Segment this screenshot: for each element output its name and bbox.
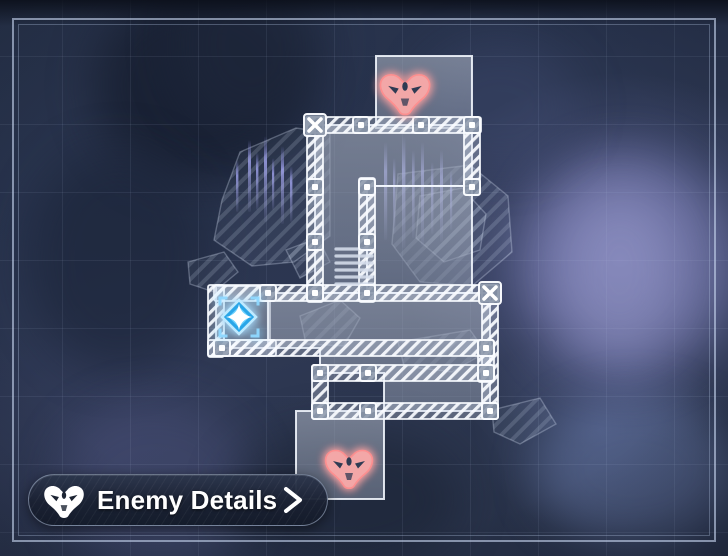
top-shade: [0, 0, 728, 26]
room-top: [375, 55, 473, 129]
x-marker: [303, 113, 327, 137]
cavern-drips: [236, 136, 453, 248]
enemy-details-button[interactable]: Enemy Details: [28, 474, 328, 526]
corridor-start-bottom: [207, 339, 277, 357]
room-hall: [267, 292, 491, 412]
terrain-outlines: [187, 127, 557, 445]
blocked-markers[interactable]: [303, 113, 502, 305]
corridor-shaft-v: [306, 116, 324, 303]
ladder-icon: [334, 247, 374, 286]
corridor-hall-right: [481, 284, 499, 420]
door-node: [359, 402, 377, 420]
corridor-hall-mid: [213, 339, 495, 357]
corridor-hall-top: [213, 284, 500, 302]
bg-blob-dark-w: [30, 150, 210, 370]
bg-blob-glow-ne: [420, 40, 580, 170]
enemy-marker-bottom[interactable]: [324, 449, 374, 490]
room-upper-complex: [314, 124, 473, 294]
door-node: [477, 339, 495, 357]
corridor-inner-right: [477, 339, 495, 383]
room-fills: [215, 55, 491, 500]
bg-blob-rock-n: [175, 0, 325, 130]
bg-blob-rock-nw: [95, 0, 305, 180]
corridor-top-h: [305, 116, 482, 134]
enemy-marker-top[interactable]: [379, 73, 431, 116]
door-node: [259, 284, 277, 302]
corridor-right-v: [463, 116, 481, 196]
door-node: [213, 339, 231, 357]
corridor-inner-left-v: [311, 364, 329, 420]
door-node: [463, 178, 481, 196]
door-node: [306, 233, 324, 251]
door-node: [359, 364, 377, 382]
enemy-details-label: Enemy Details: [97, 484, 278, 515]
corridor-start-left: [207, 284, 225, 358]
bg-blob-nebula-e2: [560, 190, 680, 350]
door-node: [358, 178, 376, 196]
door-node: [311, 402, 329, 420]
door-node: [306, 178, 324, 196]
corridor-col2-v: [358, 177, 376, 303]
door-node: [306, 284, 324, 302]
frame-outer-border: [12, 18, 716, 542]
room-mid-right: [366, 185, 473, 294]
bg-blob-nebula-e: [520, 150, 728, 380]
corridor-bottom-h: [311, 402, 499, 420]
room-start: [215, 285, 271, 349]
door-node: [463, 116, 481, 134]
corridors: [207, 116, 500, 420]
door-node: [481, 402, 499, 420]
bg-blob-haze-se: [535, 395, 728, 545]
door-node: [311, 364, 329, 382]
x-marker: [478, 281, 502, 305]
enemy-head-icon: [41, 477, 87, 523]
corridor-inner-h: [311, 364, 493, 382]
player-start-marker[interactable]: [218, 296, 260, 338]
door-node: [412, 116, 430, 134]
door-node: [352, 116, 370, 134]
door-node: [358, 284, 376, 302]
door-node: [358, 233, 376, 251]
chevron-right-icon: [281, 485, 305, 515]
door-node: [477, 364, 495, 382]
door-nodes[interactable]: [213, 116, 499, 420]
frame-inner-border: [18, 24, 710, 536]
